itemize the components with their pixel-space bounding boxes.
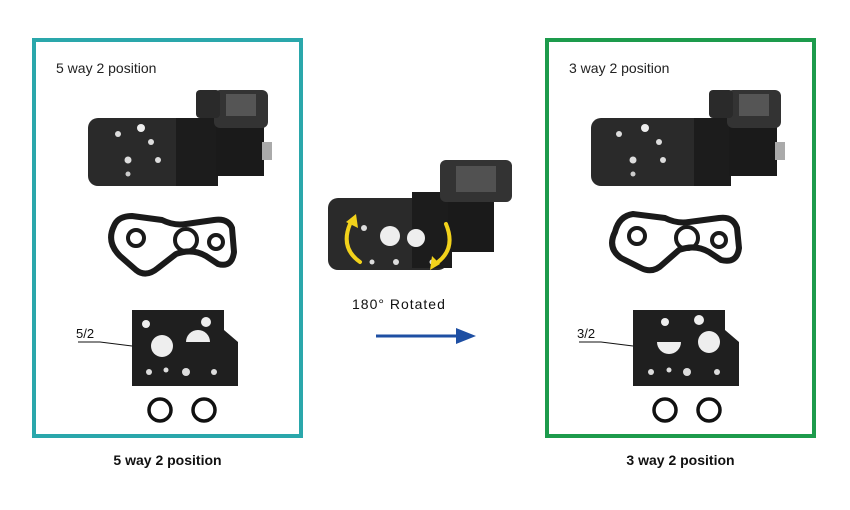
right-panel-graphics: 3/2	[577, 90, 785, 423]
right-caption: 3 way 2 position	[626, 452, 735, 468]
right-panel: 3 way 2 position	[545, 38, 816, 438]
rotation-label: 180° Rotated	[352, 296, 446, 312]
right-plate-label: 3/2	[577, 326, 595, 341]
left-plate-label: 5/2	[76, 326, 94, 341]
o-ring	[652, 397, 678, 423]
o-ring	[696, 397, 722, 423]
sub-plate-5-2	[78, 310, 238, 386]
left-panel: 5 way 2 position	[32, 38, 303, 438]
o-ring	[191, 397, 217, 423]
o-ring	[147, 397, 173, 423]
gasket-5-2	[108, 213, 237, 277]
right-panel-title: 3 way 2 position	[569, 60, 670, 76]
valve-body-5-2	[88, 90, 272, 186]
rotated-valve	[328, 160, 512, 270]
direction-arrow	[376, 328, 476, 344]
left-caption: 5 way 2 position	[113, 452, 222, 468]
left-panel-graphics: 5/2	[76, 90, 272, 423]
rotation-arrows	[344, 214, 452, 270]
gasket-3-2	[609, 211, 742, 274]
valve-body-3-2	[591, 90, 785, 186]
left-panel-title: 5 way 2 position	[56, 60, 157, 76]
sub-plate-3-2	[579, 310, 739, 386]
